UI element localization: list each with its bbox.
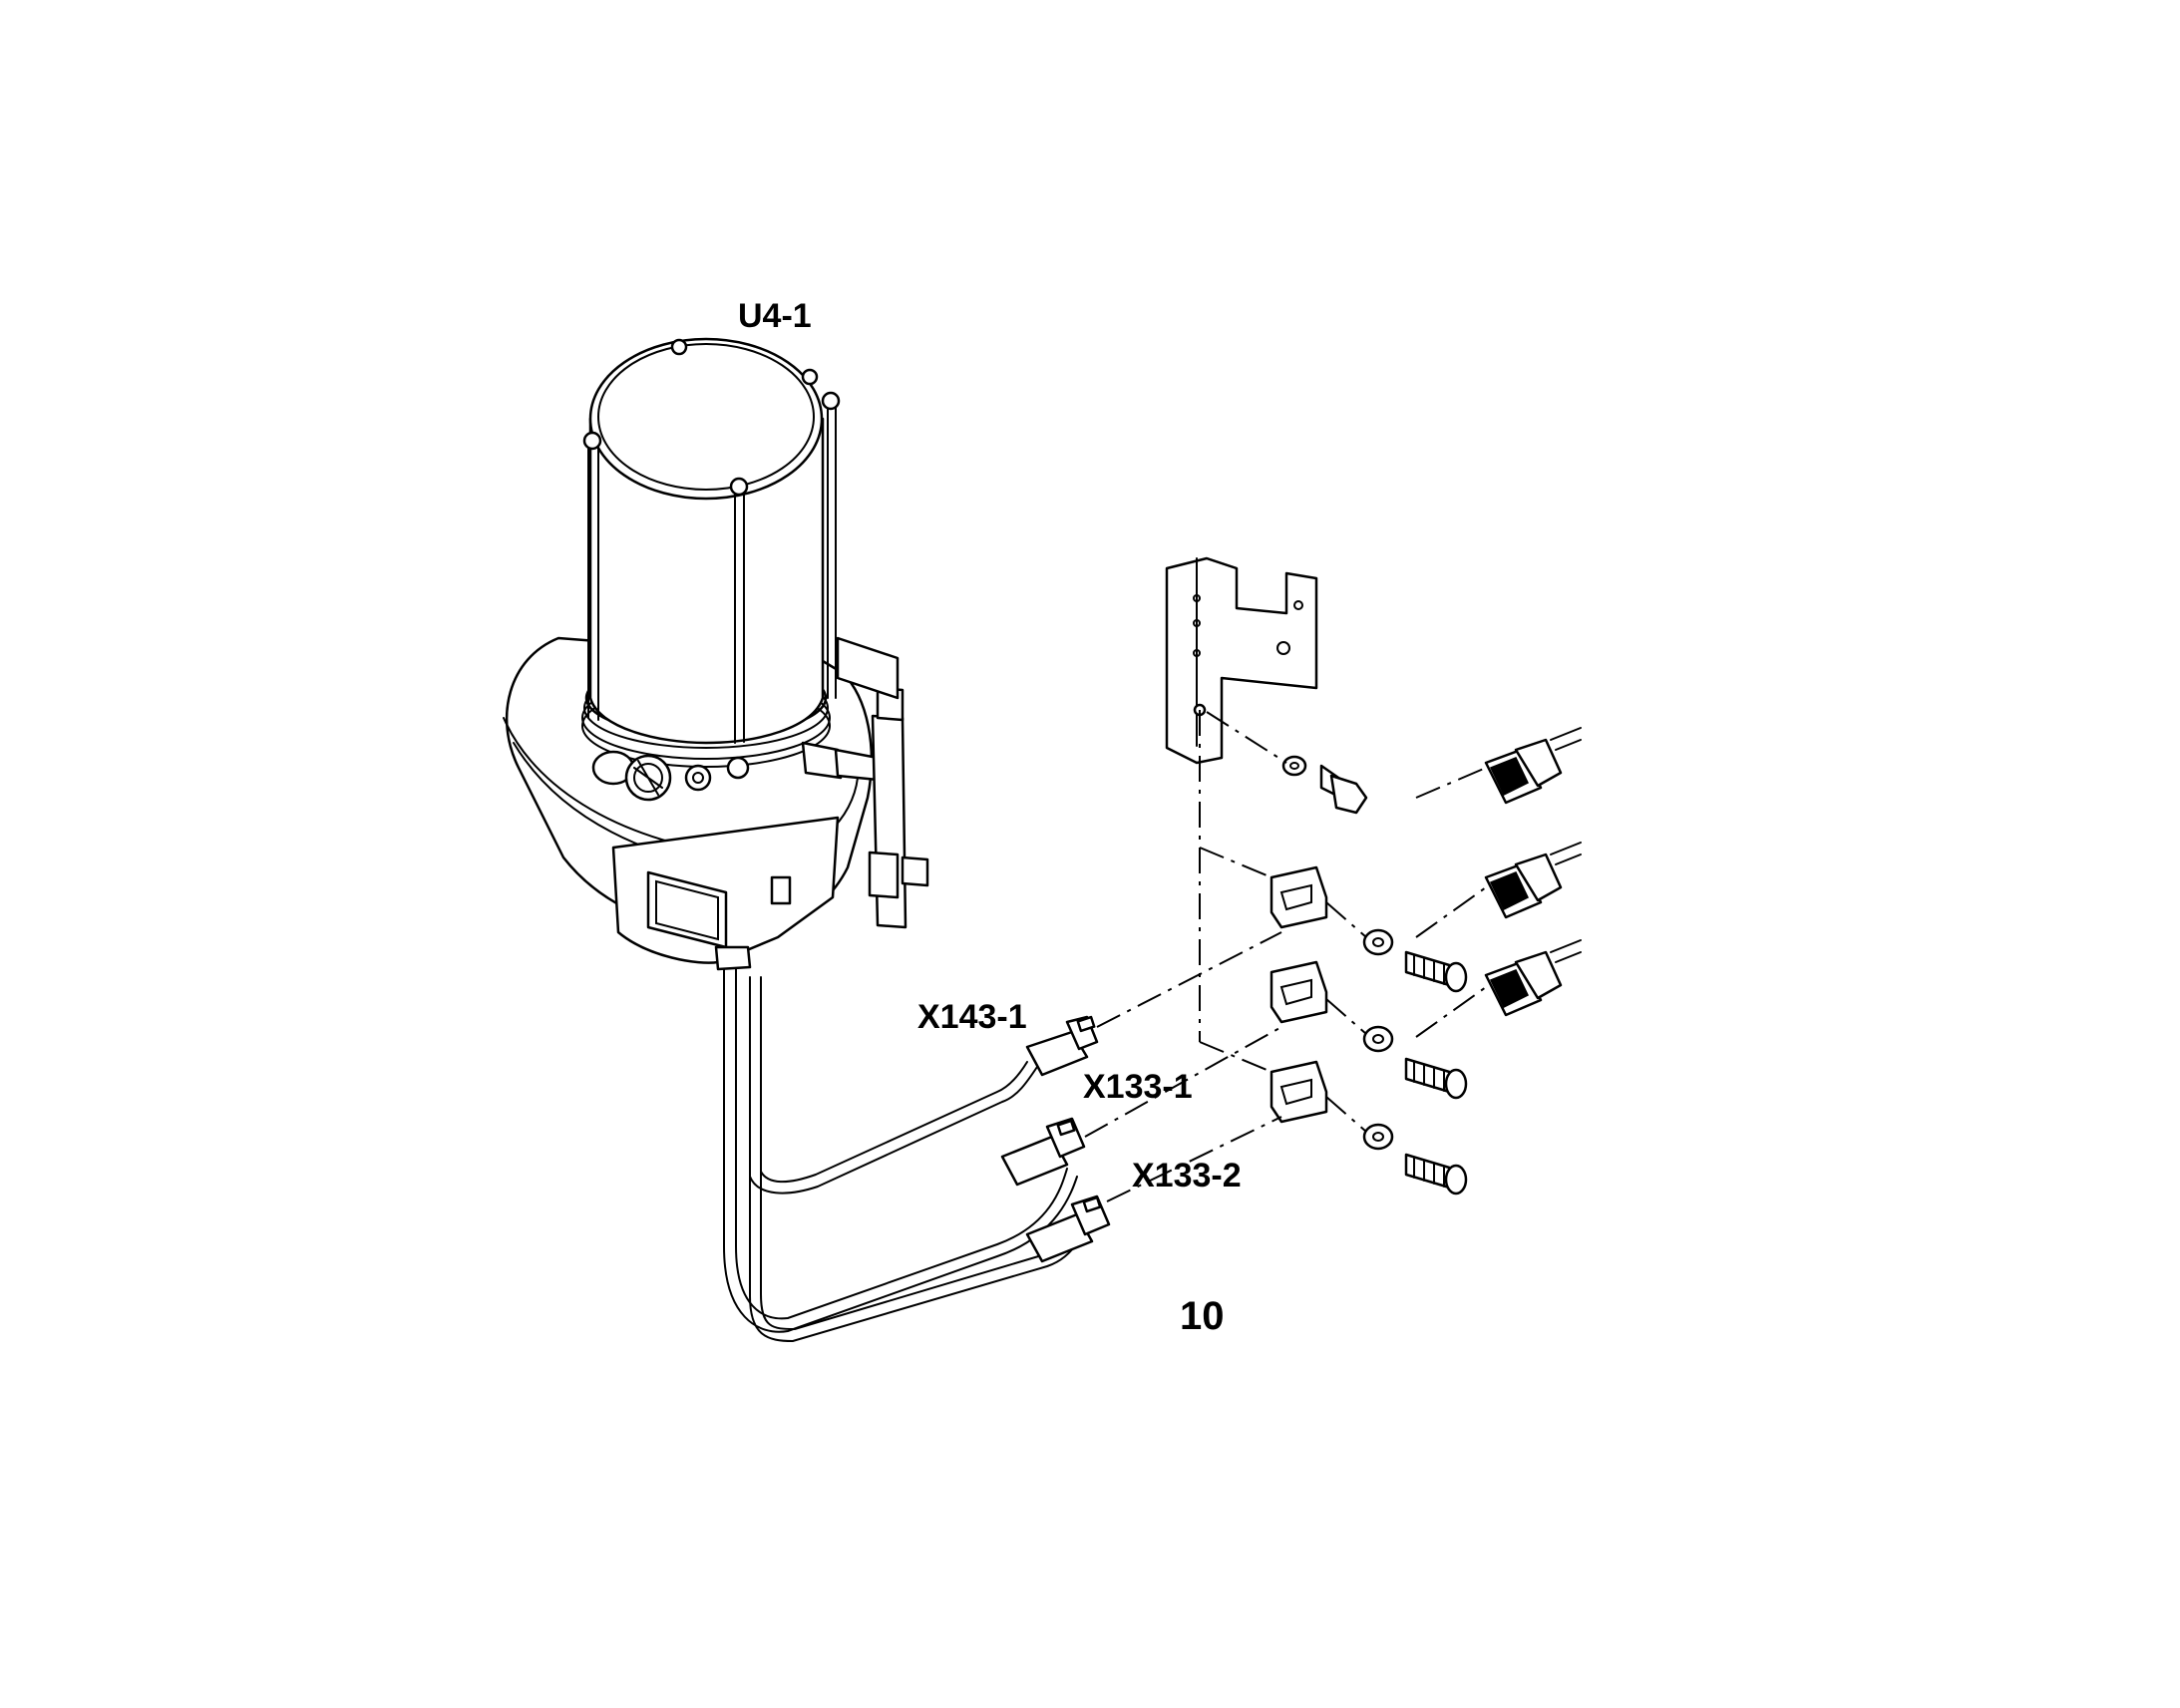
lubrication-pump: [503, 337, 929, 971]
connector-socket: [1484, 842, 1582, 919]
washer: [1362, 1025, 1394, 1053]
assembly-centerlines: [1084, 710, 1487, 1202]
outlet-valve: [801, 636, 929, 929]
plug-icon: [684, 764, 712, 792]
label-connector-x133-2: X133-2: [1132, 1157, 1242, 1195]
connector-socket: [1484, 727, 1582, 805]
washer: [1362, 928, 1394, 956]
cable-gland: [714, 945, 752, 971]
screw: [1404, 1057, 1468, 1100]
connector-x133-2-plug: [1025, 1195, 1111, 1263]
connector-socket: [1484, 939, 1582, 1017]
screw: [1404, 1153, 1468, 1196]
plug-body: [1025, 1212, 1094, 1263]
side-plug-icon: [770, 875, 792, 905]
washer: [1362, 1123, 1394, 1151]
grease-reservoir: [588, 417, 825, 745]
label-pump-unit: U4-1: [738, 297, 812, 335]
page-number: 10: [1180, 1294, 1225, 1338]
mounting-clip: [1270, 1060, 1328, 1124]
mounting-clip: [1270, 865, 1328, 929]
connector-x133-1-plug: [1000, 1117, 1086, 1187]
label-connector-x133-1: X133-1: [1083, 1068, 1193, 1106]
bracket-bolt: [1281, 755, 1368, 815]
screw: [1404, 950, 1468, 993]
filler-knob-icon: [591, 750, 672, 802]
reservoir-lid: [588, 337, 824, 501]
label-connector-x143-1: X143-1: [917, 998, 1027, 1036]
connector-x143-1-plug: [1025, 1015, 1099, 1077]
mounting-clip: [1270, 960, 1328, 1024]
mounting-bracket: [1165, 556, 1318, 765]
